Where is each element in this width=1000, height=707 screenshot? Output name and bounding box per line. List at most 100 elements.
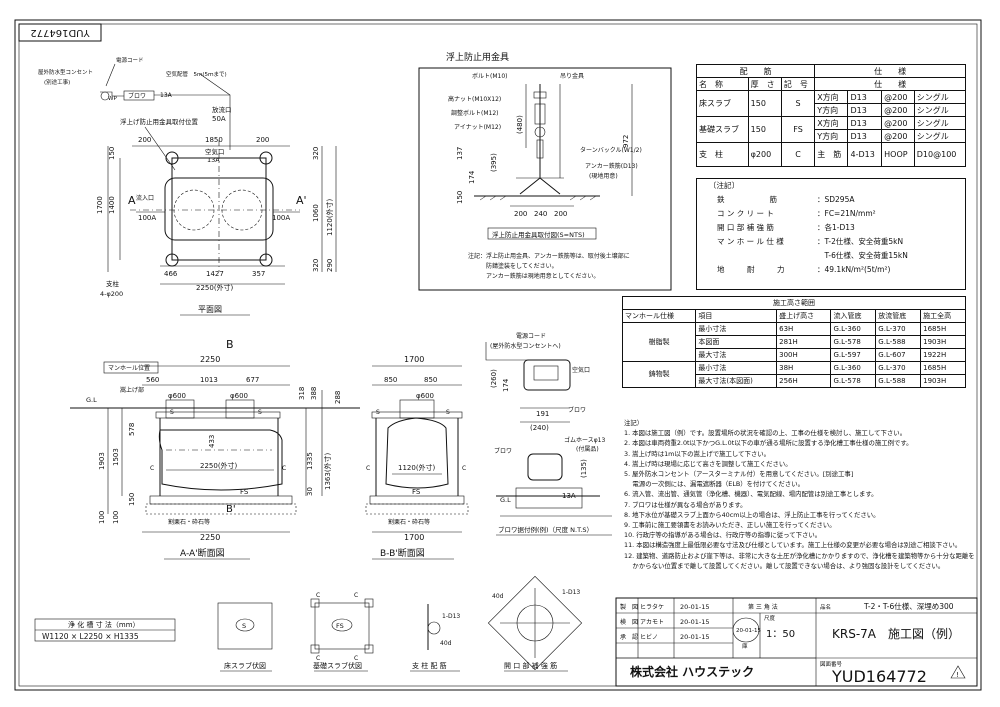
spec-key: 地 耐 力 [717, 265, 785, 274]
svg-text:13A: 13A [160, 92, 173, 99]
spec-val: T-6仕様、安全荷重15kN [817, 251, 908, 260]
svg-text:品名: 品名 [820, 603, 831, 611]
svg-text:吊り金具: 吊り金具 [560, 72, 584, 80]
section-a: マンホール位置 B B' 2250 560 1013 677 嵩上げ部 φ600… [70, 338, 360, 560]
title-block: 製 図 ヒラタケ 20-01-15 検 図 アカモト 20-01-15 承 認 … [615, 597, 978, 687]
svg-text:1060: 1060 [312, 204, 320, 222]
install-cell: G.L-588 [875, 335, 922, 349]
svg-text:ゴムホースφ13: ゴムホースφ13 [564, 436, 605, 444]
svg-text:200: 200 [554, 210, 567, 218]
svg-text:ブロワ: ブロワ [494, 447, 512, 455]
anchor-detail: 浮上防止用金具 ボルト(M10) 吊り金具 高ナット(M10X12) 調整ボルト… [418, 51, 672, 291]
svg-text:850: 850 [424, 376, 437, 384]
svg-text:承 認: 承 認 [620, 633, 638, 641]
note-line: かからない位置まで離して設置してください。離して設置できない場合は、より強固な設… [624, 561, 945, 570]
svg-text:C: C [282, 465, 286, 472]
svg-text:A: A [128, 194, 136, 207]
svg-text:1850: 1850 [205, 136, 223, 144]
svg-text:(現地用意): (現地用意) [589, 172, 618, 180]
post-hoop: HOOP [881, 142, 915, 167]
svg-text:320: 320 [312, 147, 320, 160]
svg-text:浮上げ防止用金具取付位置: 浮上げ防止用金具取付位置 [120, 117, 199, 126]
svg-text:G.L: G.L [86, 396, 97, 404]
svg-text:G.L: G.L [500, 496, 511, 504]
note-line: 8. 地下水位が基礎スラブ上面から40cm以上の場合は、浮上防止工事を行ってくだ… [624, 510, 880, 519]
svg-text:A': A' [296, 194, 307, 207]
spec-val: ：SD295A [817, 195, 855, 204]
svg-text:防錆塗装をしてください。: 防錆塗装をしてください。 [468, 262, 558, 270]
svg-text:(135): (135) [580, 459, 588, 478]
install-cell: 本図面 [695, 335, 778, 349]
svg-text:浄 化 槽 寸 法（mm）: 浄 化 槽 寸 法（mm） [68, 620, 140, 629]
svg-text:調整ボルト(M12): 調整ボルト(M12) [451, 109, 499, 117]
note-line: 4. 嵩上げ時は現場に応じて高さを調整して施工ください。 [624, 459, 792, 468]
plan-view: 屋外防水型コンセント (別途工事) 電源コード 空気配管 5m(5ｍまで) WP… [38, 56, 337, 316]
svg-text:1400: 1400 [108, 196, 116, 214]
install-col: 項目 [695, 309, 778, 323]
rebar-header: 配 筋 [695, 64, 816, 78]
svg-text:W1120 × L2250 × H1335: W1120 × L2250 × H1335 [42, 632, 139, 641]
drawing-no-tab: YUD164772 [18, 23, 102, 42]
svg-text:(屋外防水型コンセントへ): (屋外防水型コンセントへ) [490, 342, 561, 350]
svg-text:基礎スラブ伏図: 基礎スラブ伏図 [313, 661, 362, 670]
svg-text:(395): (395) [490, 153, 498, 172]
install-cell: G.L-597 [830, 348, 877, 362]
svg-text:1363(外寸): 1363(外寸) [323, 452, 332, 490]
svg-text:高ナット(M10X12): 高ナット(M10X12) [448, 95, 501, 103]
svg-text:φ600: φ600 [230, 392, 248, 400]
svg-text:製 図: 製 図 [620, 603, 638, 611]
install-cell: 1922H [920, 348, 966, 362]
svg-text:アカモト: アカモト [640, 619, 664, 626]
svg-text:マンホール位置: マンホール位置 [108, 364, 150, 372]
row-type: シングル [913, 116, 967, 130]
svg-text:20-01-15: 20-01-15 [736, 628, 761, 634]
install-cell: 281H [776, 335, 832, 349]
svg-text:288: 288 [334, 391, 342, 404]
svg-text:290: 290 [326, 259, 334, 272]
svg-text:電源コード: 電源コード [516, 332, 546, 340]
svg-text:FS: FS [412, 488, 421, 496]
row-mark: S [780, 90, 816, 117]
row-bar: D13 [847, 129, 883, 143]
svg-text:2250(外寸): 2250(外寸) [196, 283, 234, 292]
svg-text:YUD164772: YUD164772 [30, 27, 90, 38]
svg-text:S: S [242, 622, 246, 630]
svg-text:1：50: 1：50 [766, 629, 795, 640]
svg-text:50A: 50A [212, 115, 226, 123]
note-line: 2. 本図は車両荷重2.0t以下かつG.L.0t以下の車が通る場所に設置する浄化… [624, 439, 913, 448]
install-cell: G.L-360 [830, 361, 877, 375]
note-line: 電源の一次側には、漏電遮断器（ELB）を付けてください。 [624, 480, 804, 489]
notes-title: 注記） [624, 419, 644, 427]
tank-dimensions-box: 浄 化 槽 寸 法（mm） W1120 × L2250 × H1335 [34, 618, 176, 642]
row-mark: FS [780, 116, 816, 143]
svg-text:S: S [258, 409, 262, 416]
svg-text:100A: 100A [272, 214, 290, 222]
svg-text:1503: 1503 [112, 448, 120, 466]
date-stamp [732, 617, 760, 643]
svg-text:嵩上げ部: 嵩上げ部 [120, 386, 144, 394]
svg-text:(別途工事): (別途工事) [44, 78, 70, 86]
install-cell: 最大寸法(本図面) [695, 374, 778, 388]
svg-text:(480): (480) [516, 115, 524, 134]
svg-text:平面図: 平面図 [198, 305, 222, 314]
svg-text:1427: 1427 [206, 270, 224, 278]
svg-text:φ600: φ600 [168, 392, 186, 400]
svg-text:床スラブ伏図: 床スラブ伏図 [224, 661, 266, 670]
row-name: 床スラブ [696, 90, 749, 117]
blower-detail: 電源コード (屋外防水型コンセントへ) 空気口 ブロワ (260) 174 19… [485, 332, 612, 536]
svg-text:電源コード: 電源コード [116, 56, 144, 64]
spec-val: ：各1-D13 [817, 223, 855, 232]
general-notes: 注記） 1. 本図は施工図（例）です。設置場所の状況を確認の上、工事の仕様を検討… [624, 418, 975, 571]
svg-text:1700: 1700 [404, 533, 424, 542]
svg-text:466: 466 [164, 270, 178, 278]
install-cell: 最小寸法 [695, 361, 778, 375]
svg-text:1700: 1700 [96, 196, 104, 214]
note-line: 10. 行政庁等の指導がある場合は、行政庁等の指導に従って下さい。 [624, 531, 822, 540]
install-cell: 1903H [920, 335, 966, 349]
spec-val: ：49.1kN/m²(5t/m²) [817, 265, 891, 274]
row-type: シングル [913, 103, 967, 117]
note-line: 9. 工事前に施工要領書をお読みいただき、正しい施工を行ってください。 [624, 521, 836, 530]
post-main: 主 筋 [814, 142, 849, 167]
svg-text:C: C [316, 655, 320, 662]
svg-text:ブロワ: ブロワ [568, 406, 586, 414]
